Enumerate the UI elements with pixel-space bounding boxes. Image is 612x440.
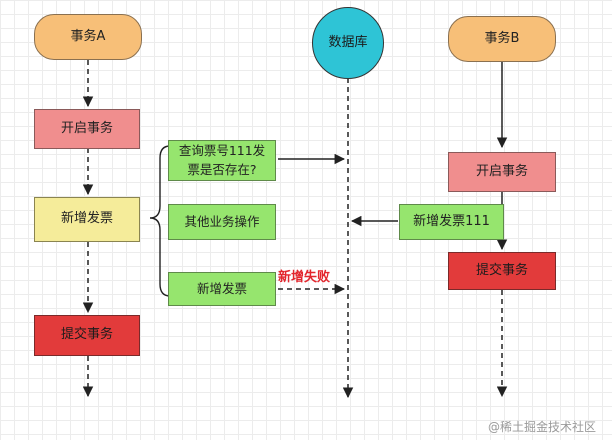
b-begin-label: 开启事务 xyxy=(475,163,528,179)
a-insert-label: 新增发票 xyxy=(60,211,113,227)
op-query-invoice: 查询票号111发票是否存在? xyxy=(168,140,276,181)
b-commit-transaction: 提交事务 xyxy=(448,252,556,290)
a-commit-transaction: 提交事务 xyxy=(34,315,140,356)
op-insert-invoice: 新增发票 xyxy=(168,272,276,306)
b-insert-label: 新增发票111 xyxy=(413,213,490,229)
a-begin-label: 开启事务 xyxy=(60,120,113,136)
b-begin-transaction: 开启事务 xyxy=(448,152,556,192)
transaction-b-header: 事务B xyxy=(448,16,556,62)
a-commit-label: 提交事务 xyxy=(60,327,113,343)
a-begin-transaction: 开启事务 xyxy=(34,109,140,149)
watermark-text: @稀土掘金技术社区 xyxy=(488,420,597,434)
database-title: 数据库 xyxy=(328,34,368,50)
op-query-label: 查询票号111发票是否存在? xyxy=(178,143,266,177)
insert-failed-label: 新增失败 xyxy=(278,270,331,285)
op-other-label: 其他业务操作 xyxy=(184,213,260,229)
transaction-a-header: 事务A xyxy=(34,14,142,60)
a-insert-invoice: 新增发票 xyxy=(34,197,140,242)
transaction-a-title: 事务A xyxy=(70,28,106,44)
transaction-b-title: 事务B xyxy=(484,30,520,46)
ops-brace xyxy=(149,145,171,297)
op-insert-label: 新增发票 xyxy=(196,280,247,296)
database-node: 数据库 xyxy=(312,7,384,79)
b-commit-label: 提交事务 xyxy=(475,262,528,278)
b-insert-invoice: 新增发票111 xyxy=(399,204,504,240)
op-other-business: 其他业务操作 xyxy=(168,204,276,240)
